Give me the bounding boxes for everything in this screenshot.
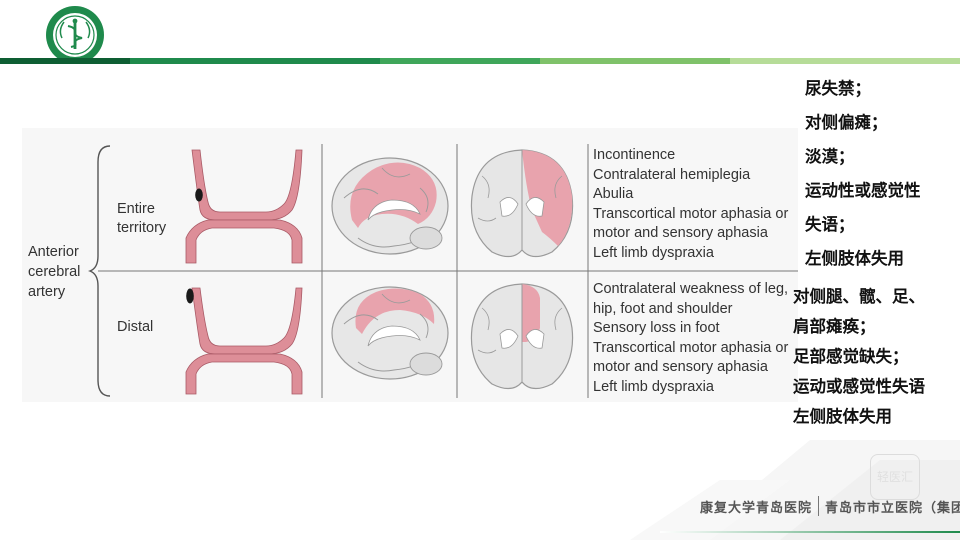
symptom-list-distal: Contralateral weakness of leg, hip, foot… [593, 280, 788, 397]
symptom-item: Transcortical motor aphasia or [593, 339, 789, 356]
notes-distal: 对侧腿、髋、足、 肩部瘫痪； 足部感觉缺失； 运动或感觉性失语 左侧肢体失用 [793, 282, 925, 432]
note-line: 肩部瘫痪； [793, 317, 876, 336]
symptom-item: Incontinence [593, 147, 676, 163]
symptom-list-entire: Incontinence Contralateral hemiplegia Ab… [593, 146, 788, 263]
footer-separator [818, 496, 820, 516]
artery-label: Anterior cerebral artery [28, 244, 81, 300]
symptom-item: Abulia [593, 186, 634, 202]
medial-brain-distal [331, 286, 449, 380]
symptom-item: Left limb dyspraxia [593, 244, 714, 261]
header-bar [0, 58, 960, 64]
aca-infarct-figure: Anterior cerebral artery Entire territor… [22, 128, 798, 402]
medial-brain-entire [331, 157, 449, 255]
note-line: 淡漠； [805, 147, 855, 166]
footer-decoration [630, 440, 960, 540]
notes-entire-territory: 尿失禁； 对侧偏瘫； 淡漠； 运动性或感觉性 失语； 左侧肢体失用 [805, 72, 921, 276]
watermark: 轻医汇 [870, 454, 920, 500]
footer-municipal-hospital: 青岛市市立医院（集团） [825, 500, 960, 516]
note-line: 足部感觉缺失； [793, 347, 909, 366]
footer-line [660, 531, 960, 533]
note-line: 对侧腿、髋、足、 [793, 287, 925, 306]
note-line: 对侧偏瘫； [805, 113, 888, 132]
note-line: 尿失禁； [805, 79, 871, 98]
symptom-item: Sensory loss in foot [593, 320, 720, 336]
row-label-entire: Entire territory [117, 201, 167, 236]
symptom-item: Transcortical motor aphasia or [593, 205, 789, 222]
artery-brace [88, 145, 111, 397]
coronal-brain-entire [470, 149, 574, 258]
note-line: 左侧肢体失用 [793, 407, 892, 426]
footer-hospital-names: 康复大学青岛医院 青岛市市立医院（集团） [700, 494, 960, 518]
symptom-item: Contralateral weakness of leg, [593, 281, 789, 297]
note-line: 左侧肢体失用 [805, 249, 904, 268]
note-line: 失语； [805, 215, 855, 234]
note-line: 运动性或感觉性 [805, 181, 921, 200]
symptom-item: Contralateral hemiplegia [593, 166, 751, 183]
hospital-seal-icon [46, 6, 104, 64]
symptom-item: Left limb dyspraxia [593, 378, 714, 395]
symptom-item: hip, foot and shoulder [593, 300, 733, 317]
note-line: 运动或感觉性失语 [793, 377, 925, 396]
symptom-item: motor and sensory aphasia [593, 359, 768, 375]
footer-university-hospital: 康复大学青岛医院 [700, 500, 813, 516]
row-label-distal: Distal [117, 319, 154, 335]
artery-diagram-distal [185, 287, 303, 395]
coronal-brain-distal [470, 283, 574, 390]
artery-diagram-entire [185, 149, 303, 264]
symptom-item: motor and sensory aphasia [593, 225, 768, 241]
